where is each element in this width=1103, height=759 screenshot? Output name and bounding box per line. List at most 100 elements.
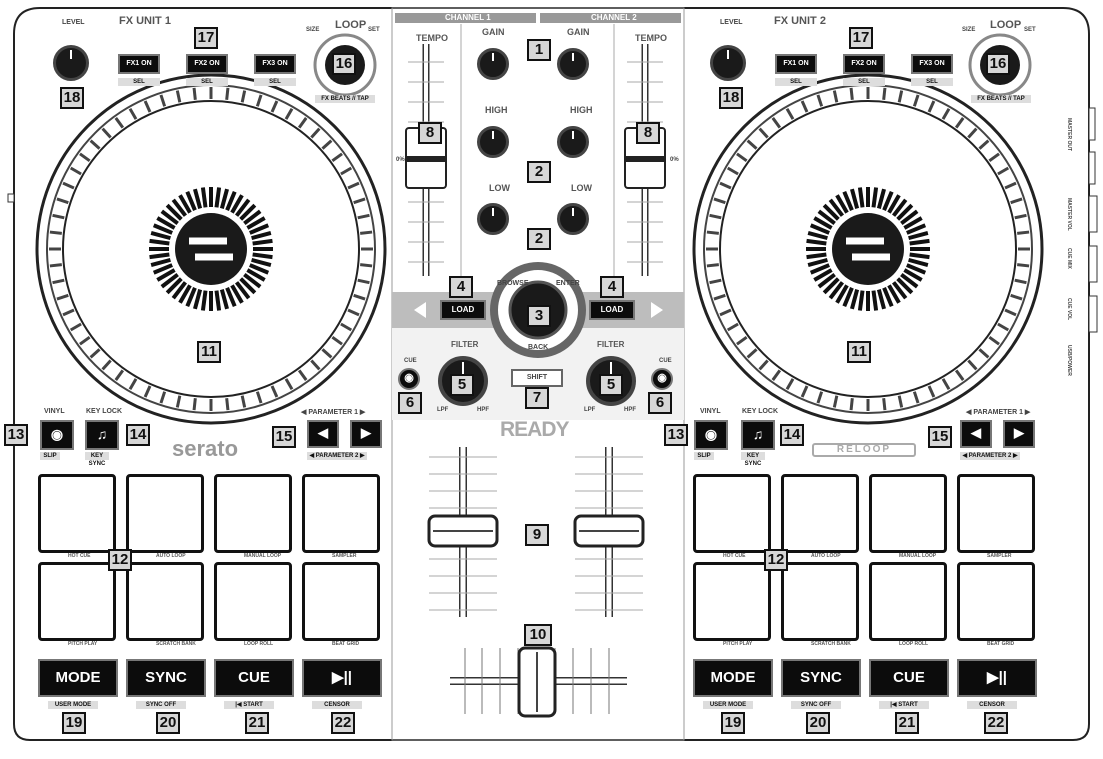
pad-right-3[interactable] — [869, 474, 947, 553]
pad-right-5[interactable] — [693, 562, 771, 641]
jog-grip-tick — [988, 152, 1000, 163]
callout-5a: 5 — [450, 374, 474, 396]
sel-label-1l: SEL — [118, 78, 160, 86]
play-button-right[interactable]: ▶|| — [957, 659, 1037, 697]
jog-grip-left — [49, 87, 373, 411]
cue-label-left: CUE — [404, 358, 417, 364]
parameter-right-button-right[interactable]: ▶ — [1003, 420, 1035, 448]
jog-grip-tick — [978, 348, 990, 359]
pad-right-2[interactable] — [781, 474, 859, 553]
jog-center-tick — [252, 252, 273, 260]
headphone-cue-button-left[interactable]: ◉ — [398, 368, 420, 390]
cue-button-right[interactable]: CUE — [869, 659, 949, 697]
jog-center-tick — [835, 284, 849, 304]
pad-mode-label: AUTO LOOP — [156, 553, 186, 559]
fx2-on-button-left[interactable]: FX2 ON — [186, 54, 228, 74]
high-knob-left[interactable] — [477, 126, 509, 158]
jog-center-tick — [230, 194, 244, 214]
key-lock-button-left[interactable]: ♫ — [85, 420, 119, 450]
jog-grip-tick — [62, 308, 75, 317]
jog-grip-tick — [56, 197, 69, 205]
gain-knob-left[interactable] — [477, 48, 509, 80]
pad-left-5[interactable] — [38, 562, 116, 641]
pad-right-6[interactable] — [781, 562, 859, 641]
pad-right-7[interactable] — [869, 562, 947, 641]
low-knob-right[interactable] — [557, 203, 589, 235]
reloop-logo: RELOOP — [812, 443, 916, 457]
vinyl-button-left[interactable]: ◉ — [40, 420, 74, 450]
jog-center-tick — [149, 238, 170, 246]
pad-left-4[interactable] — [302, 474, 380, 553]
jog-center-tick — [178, 284, 192, 304]
jog-center-tick — [165, 277, 183, 295]
gain-knob-right[interactable] — [557, 48, 589, 80]
parameter-left-button-left[interactable]: ◀ — [307, 420, 339, 448]
shift-button[interactable]: SHIFT — [511, 369, 563, 387]
sync-button-right[interactable]: SYNC — [781, 659, 861, 697]
jog-center-tick — [251, 257, 272, 267]
sync-button-left[interactable]: SYNC — [126, 659, 206, 697]
headphone-cue-button-right[interactable]: ◉ — [651, 368, 673, 390]
jog-center-tick — [809, 263, 830, 275]
fx2-label-left: FX2 ON — [194, 60, 220, 67]
jog-center-tick — [850, 289, 860, 310]
jog-grip-tick — [340, 166, 353, 176]
jog-grip-tick — [331, 152, 343, 163]
callout-20a: 20 — [156, 712, 180, 734]
jog-grip-tick — [255, 94, 263, 107]
pad-left-8[interactable] — [302, 562, 380, 641]
mode-button-left[interactable]: MODE — [38, 659, 118, 697]
fx1-on-button-left[interactable]: FX1 ON — [118, 54, 160, 74]
fx-level-knob-left[interactable] — [53, 45, 89, 81]
jog-grip-tick — [1017, 230, 1030, 235]
callout-19a: 19 — [62, 712, 86, 734]
cue-button-left[interactable]: CUE — [214, 659, 294, 697]
jog-grip-tick — [128, 378, 138, 391]
pad-right-8[interactable] — [957, 562, 1035, 641]
mode-button-right[interactable]: MODE — [693, 659, 773, 697]
high-knob-right[interactable] — [557, 126, 589, 158]
parameter-right-button-left[interactable]: ▶ — [350, 420, 382, 448]
play-button-left[interactable]: ▶|| — [302, 659, 382, 697]
pad-right-1[interactable] — [693, 474, 771, 553]
pad-left-3[interactable] — [214, 474, 292, 553]
slip-label-left: SLIP — [40, 452, 60, 460]
low-knob-left[interactable] — [477, 203, 509, 235]
parameter-left-button-right[interactable]: ◀ — [960, 420, 992, 448]
censor-label-right: CENSOR — [967, 701, 1017, 709]
filter-knob-right[interactable] — [586, 356, 636, 406]
jog-grip-tick — [1017, 263, 1030, 268]
load-button-left[interactable]: LOAD — [440, 300, 486, 320]
pad-left-7[interactable] — [214, 562, 292, 641]
pad-right-4[interactable] — [957, 474, 1035, 553]
jog-grip-tick — [758, 127, 769, 139]
jog-center-tick — [857, 187, 865, 208]
jog-center-tick — [882, 287, 894, 308]
tempo-fader-line-left — [406, 156, 446, 162]
fx3-on-button-right[interactable]: FX3 ON — [911, 54, 953, 74]
jog-grip-tick — [192, 398, 197, 411]
fx-level-knob-right[interactable] — [710, 45, 746, 81]
jog-center-tick — [828, 281, 845, 300]
fx2-on-button-right[interactable]: FX2 ON — [843, 54, 885, 74]
jog-grip-tick — [736, 335, 748, 346]
jog-grip-tick — [941, 107, 951, 120]
jog-grip-tick — [832, 90, 839, 103]
fx1-on-button-right[interactable]: FX1 ON — [775, 54, 817, 74]
jog-center-tick — [243, 272, 262, 289]
jog-grip-tick — [746, 348, 758, 359]
cue-mix-label: CUE MIX — [1066, 248, 1072, 269]
pad-mode-label: SAMPLER — [987, 553, 1012, 559]
loop-label-right: LOOP — [990, 19, 1022, 31]
callout-10: 10 — [524, 624, 552, 646]
pad-left-1[interactable] — [38, 474, 116, 553]
fx3-on-button-left[interactable]: FX3 ON — [254, 54, 296, 74]
jog-grip-tick — [1010, 293, 1023, 301]
key-lock-button-right[interactable]: ♫ — [741, 420, 775, 450]
jog-grip-tick — [331, 335, 343, 346]
pad-left-6[interactable] — [126, 562, 204, 641]
vinyl-button-right[interactable]: ◉ — [694, 420, 728, 450]
load-button-right[interactable]: LOAD — [589, 300, 635, 320]
pad-left-2[interactable] — [126, 474, 204, 553]
